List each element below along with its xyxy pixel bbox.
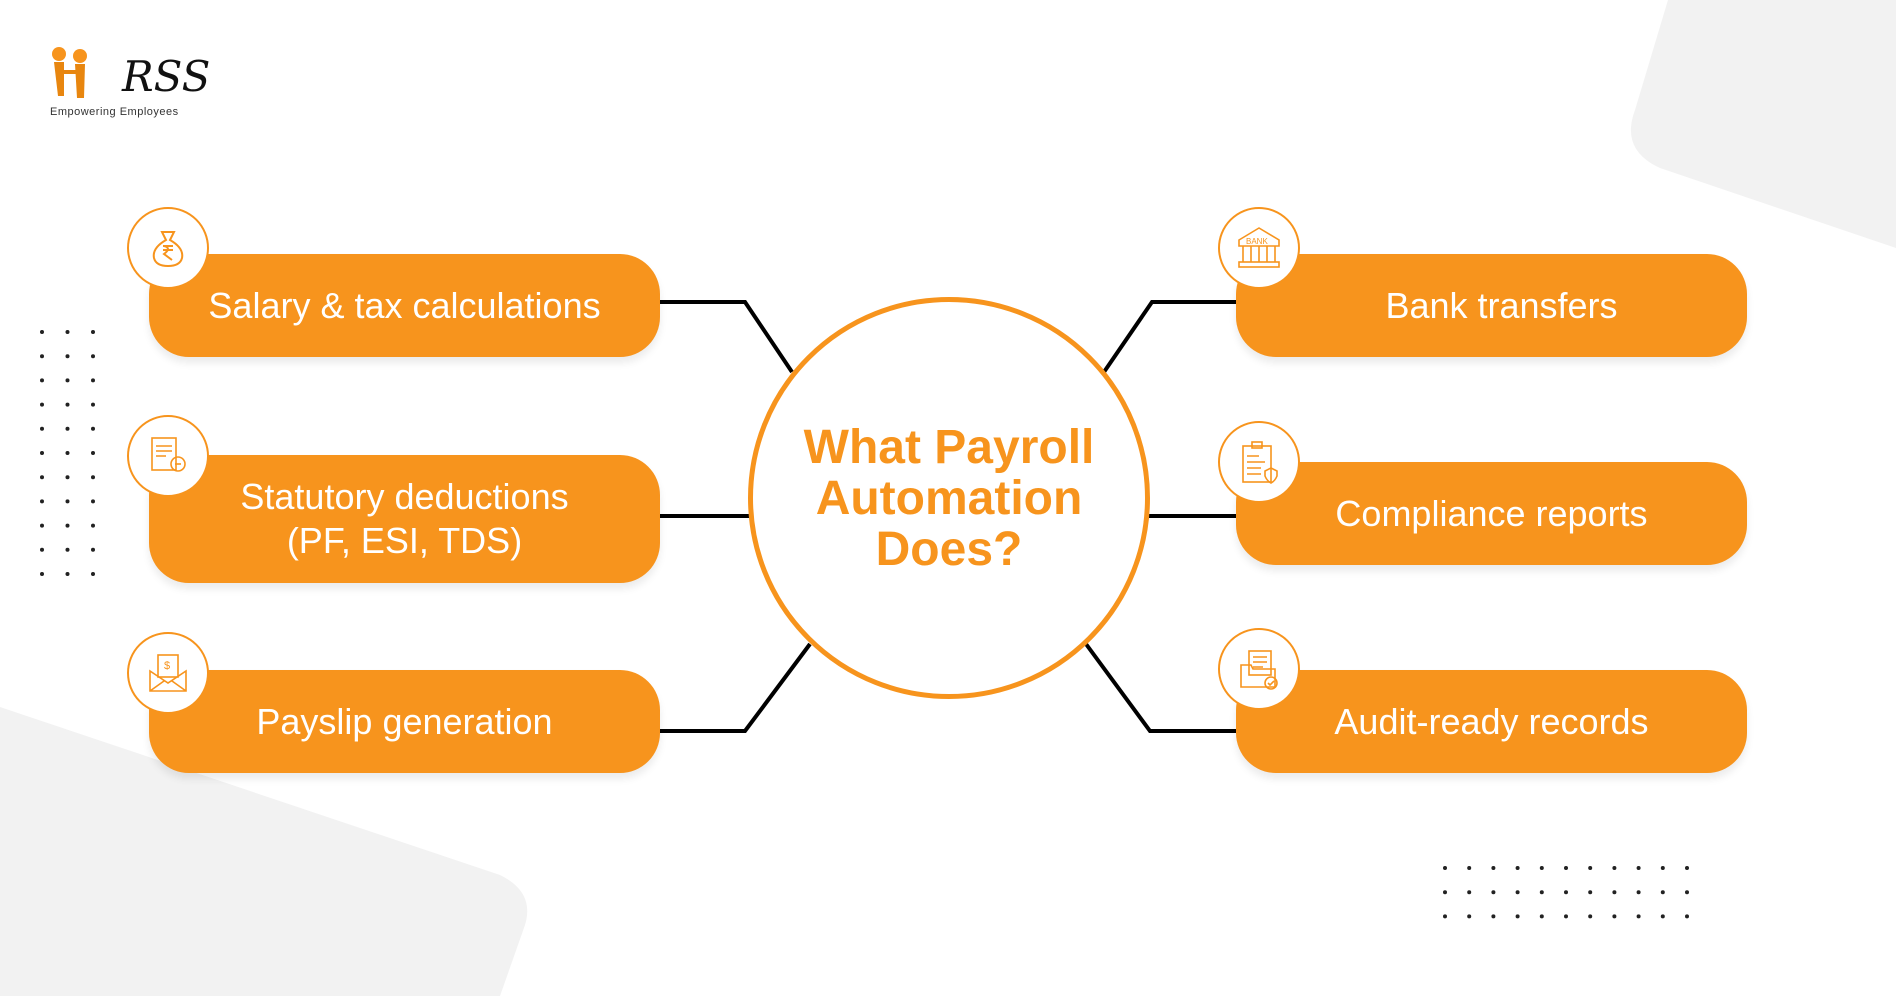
dot: [1588, 914, 1593, 919]
dot: [1539, 914, 1544, 919]
dot: [65, 572, 70, 576]
dot: [1443, 890, 1447, 895]
item-label: Payslip generation: [256, 700, 553, 742]
dot: [40, 547, 44, 552]
svg-text:$: $: [164, 660, 170, 672]
connector-line: [1102, 300, 1236, 374]
item-statutory-deductions: Statutory deductions (PF, ESI, TDS): [149, 455, 660, 583]
item-label: Audit-ready records: [1334, 700, 1649, 742]
dot: [65, 499, 70, 504]
dot: [1467, 890, 1472, 895]
connector-line: [660, 300, 794, 374]
dot: [91, 426, 95, 431]
logo-tagline: Empowering Employees: [50, 106, 179, 118]
dot: [1612, 890, 1617, 895]
audit-folder-icon: [1218, 628, 1300, 710]
item-label: Statutory deductions (PF, ESI, TDS): [240, 476, 569, 561]
dot: [1564, 890, 1568, 895]
dot: [65, 547, 70, 552]
hrss-logo: RSS Empowering Employees: [50, 46, 210, 122]
dot: [65, 378, 70, 383]
dot: [1685, 914, 1689, 919]
dot: [1660, 866, 1665, 870]
bank-icon-text: BANK: [1246, 237, 1268, 246]
dot: [40, 499, 44, 504]
center-circle: What Payroll Automation Does?: [748, 297, 1150, 699]
dot: [91, 499, 95, 504]
dot: [91, 354, 95, 359]
decorative-shape-top-right: [1630, 0, 1896, 248]
dot: [91, 402, 95, 407]
dot: [1515, 914, 1520, 919]
dot: [91, 572, 95, 576]
dot: [40, 354, 44, 359]
dot: [1612, 866, 1617, 870]
dot: [1588, 890, 1593, 895]
handshake-figures-icon: [52, 47, 87, 98]
dot: [1660, 914, 1665, 919]
dot: [1564, 914, 1568, 919]
item-bank-transfers: Bank transfers: [1236, 254, 1747, 357]
dot: [65, 475, 70, 480]
dot: [65, 354, 70, 359]
dot: [1685, 866, 1689, 870]
dot: [65, 330, 70, 334]
dot: [65, 523, 70, 528]
dot: [1636, 914, 1641, 919]
item-audit-ready-records: Audit-ready records: [1236, 670, 1747, 773]
dot: [1539, 890, 1544, 895]
dot: [1564, 866, 1568, 870]
dot: [40, 402, 44, 407]
dot: [91, 547, 95, 552]
dot: [40, 451, 44, 455]
dot: [1636, 890, 1641, 895]
dot: [1515, 890, 1520, 895]
dot: [1491, 866, 1496, 870]
dot: [40, 523, 44, 528]
dot-grid-left: [40, 330, 95, 576]
item-payslip-generation: Payslip generation: [149, 670, 660, 773]
dot: [1491, 890, 1496, 895]
dot: [91, 378, 95, 383]
dot: [1685, 890, 1689, 895]
item-label: Compliance reports: [1335, 492, 1648, 534]
dot: [40, 572, 44, 576]
clipboard-shield-icon: [1218, 421, 1300, 503]
dot: [1443, 866, 1447, 870]
dot: [1660, 890, 1665, 895]
bank-icon: BANK: [1218, 207, 1300, 289]
item-label: Salary & tax calculations: [208, 284, 601, 326]
tax-document-icon: [127, 415, 209, 497]
dot: [65, 402, 70, 407]
dot: [65, 451, 70, 455]
dot: [1588, 866, 1593, 870]
dot: [40, 426, 44, 431]
connector-line: [1084, 642, 1236, 733]
dot: [91, 523, 95, 528]
dot: [1491, 914, 1496, 919]
item-compliance-reports: Compliance reports: [1236, 462, 1747, 565]
dot: [40, 330, 44, 334]
dot: [1636, 866, 1641, 870]
payslip-envelope-icon: $: [127, 632, 209, 714]
dot: [91, 451, 95, 455]
money-bag-rupee-icon: [127, 207, 209, 289]
connector-line: [660, 642, 812, 733]
dot: [40, 378, 44, 383]
item-label: Bank transfers: [1385, 284, 1618, 326]
dot: [65, 426, 70, 431]
dot: [91, 475, 95, 480]
item-salary-tax-calculations: Salary & tax calculations: [149, 254, 660, 357]
decorative-shape-bottom-left: [0, 707, 528, 996]
dot: [1467, 914, 1472, 919]
dot: [1515, 866, 1520, 870]
center-title: What Payroll Automation Does?: [803, 420, 1095, 576]
dot: [40, 475, 44, 480]
dot-grid-right: [1443, 866, 1689, 919]
dot: [1612, 914, 1617, 919]
dot: [91, 330, 95, 334]
dot: [1539, 866, 1544, 870]
dot: [1467, 866, 1472, 870]
dot: [1443, 914, 1447, 919]
